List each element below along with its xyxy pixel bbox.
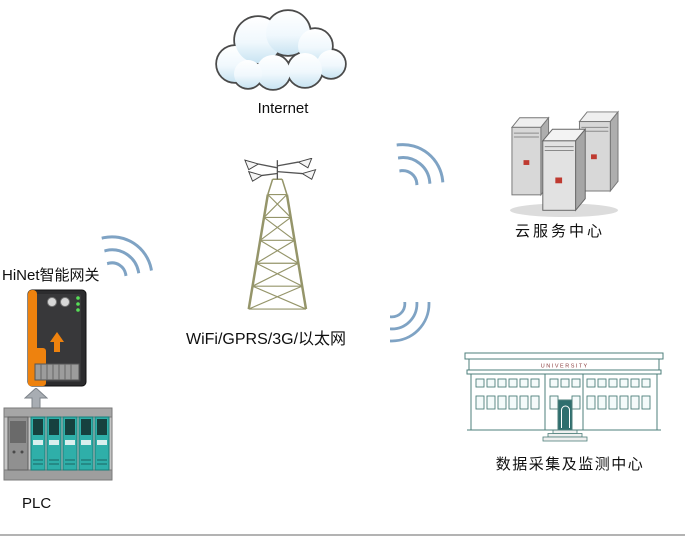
server-power-lights [523, 154, 597, 184]
gateway-led-lights [76, 296, 80, 312]
wifi-signal-icon [98, 235, 154, 280]
building-structure [464, 352, 664, 442]
plc-io-modules [30, 416, 110, 471]
university-building-icon: U N I V E R S I T Y [464, 352, 664, 442]
gateway-logo-arrow [50, 332, 64, 352]
gateway-device-icon [27, 289, 87, 387]
cloud-icon [215, 9, 347, 91]
data-center-label: 数据采集及监测中心 [495, 456, 645, 473]
wifi-link-gateway [98, 213, 165, 280]
antenna-flags [244, 158, 317, 182]
plc-bottom-rail [3, 469, 113, 481]
cloud-service-label: 云服务中心 [514, 223, 605, 240]
wifi-signal-icon [395, 143, 445, 187]
plc-top-rail [3, 407, 113, 418]
building-sign-text: U N I V E R S I T Y [541, 364, 588, 370]
gateway-connectors [47, 297, 70, 307]
gateway-node [18, 286, 96, 390]
cloud-body [217, 11, 345, 89]
tower-label: WiFi/GPRS/3G/以太网 [186, 331, 347, 348]
radio-tower-icon [244, 158, 317, 310]
tower-antennas [258, 160, 303, 180]
gateway-terminal-block [34, 363, 80, 381]
plc-power-module [7, 416, 29, 471]
tower-lattice [247, 178, 308, 310]
building-steps [542, 429, 588, 442]
plc-node [2, 402, 114, 490]
wifi-signal-icon [390, 302, 431, 343]
wifi-link-cloud-service [395, 125, 457, 187]
tower-node [222, 158, 327, 316]
server-front [541, 127, 587, 212]
server-stack-icon [510, 110, 620, 218]
cloud-service-node [502, 110, 627, 218]
wifi-link-data-center [390, 302, 442, 354]
gateway-label: HiNet智能网关 [2, 267, 100, 284]
internet-label: Internet [257, 100, 309, 117]
plc-label: PLC [22, 495, 52, 512]
bottom-divider [0, 534, 685, 536]
plc-to-gateway-arrow [24, 388, 48, 408]
internet-node [203, 6, 355, 100]
up-arrow-icon [24, 388, 48, 408]
plc-rack-icon [3, 407, 113, 481]
data-center-node: U N I V E R S I T Y [458, 350, 670, 446]
